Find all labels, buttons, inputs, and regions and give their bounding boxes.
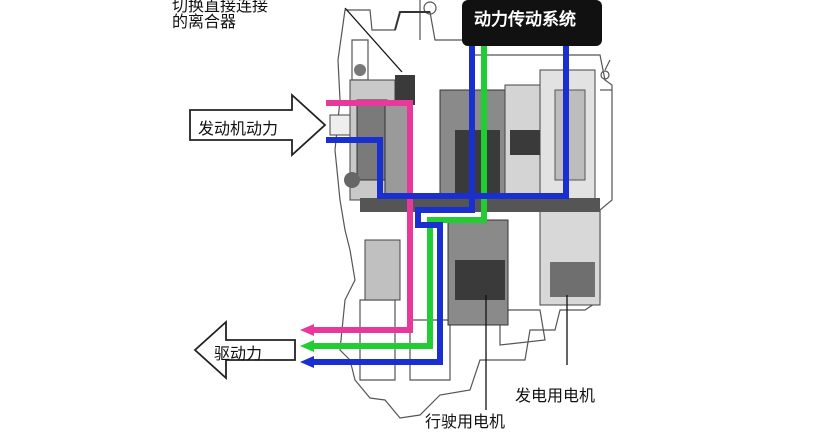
engine-power-label: 发动机动力 — [198, 119, 279, 138]
traction-motor-label: 行驶用电机 — [425, 412, 506, 431]
clutch-label-line2: 的离合器 — [172, 12, 237, 31]
mechanism-drawing — [189, 0, 613, 419]
powertrain-diagram: 切换直接连接 的离合器 动力传动系统 发动机动力 驱动力 发电用电机 行驶用电机 — [172, 0, 613, 431]
callout-lines — [344, 7, 568, 410]
drive-power-label: 驱动力 — [214, 344, 263, 363]
transmission-system-label: 动力传动系统 — [474, 10, 576, 30]
engine-loop-drive-path-blue — [307, 39, 569, 365]
transmission-drive-path-green — [307, 38, 487, 349]
gear-blocks — [329, 11, 601, 326]
arrow-right-icon — [189, 92, 327, 158]
engine-drive-path-pink — [307, 100, 413, 333]
clutch-label-line1: 切换直接连接 — [172, 0, 269, 15]
generator-motor-label: 发电用电机 — [515, 386, 596, 405]
pink-arrowhead — [300, 324, 314, 336]
green-arrowhead-left — [300, 340, 314, 352]
transmission-label-box — [462, 0, 602, 46]
arrow-left-icon — [193, 319, 296, 381]
blue-arrowhead — [300, 356, 314, 368]
